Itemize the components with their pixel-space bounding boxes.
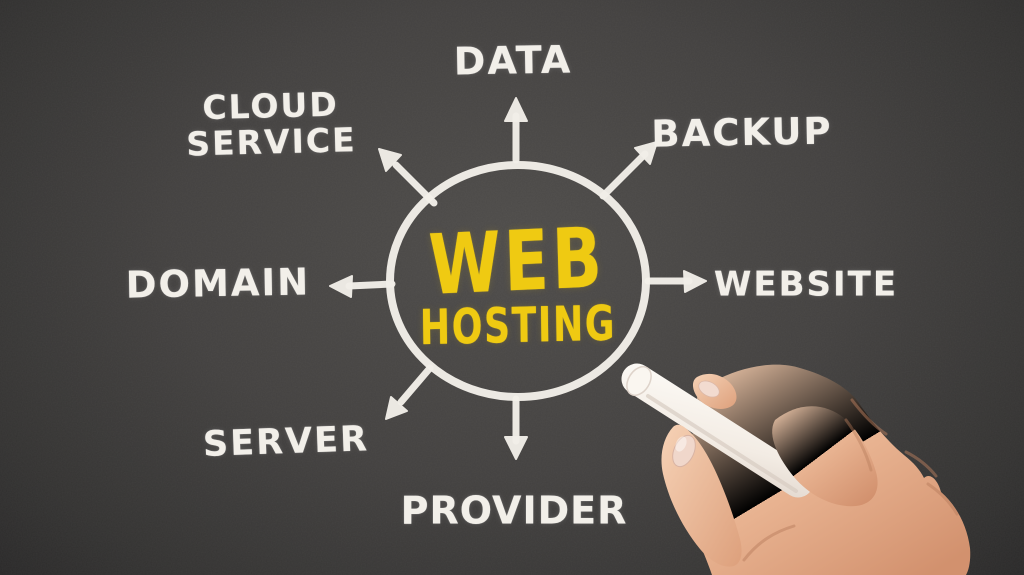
thumb-nail <box>672 434 696 468</box>
knuckle-crease <box>850 398 888 436</box>
arrowhead-right-icon <box>683 270 707 293</box>
arrow-to-domain-icon <box>345 280 396 290</box>
arrowhead-up-left-icon <box>378 148 402 172</box>
node-label-website: WEBSITE <box>713 264 899 305</box>
arrowhead-up-icon <box>504 97 528 122</box>
arrowhead-down-icon <box>504 436 528 460</box>
palm-crease <box>742 524 796 562</box>
curled-finger <box>772 406 878 507</box>
thumb <box>661 424 742 567</box>
arrow-to-backup-icon <box>599 150 649 200</box>
chalk-stick-shading <box>646 394 798 493</box>
thumb-nail-highlight <box>675 436 687 452</box>
chalk-stick <box>621 363 814 498</box>
node-label-server: SERVER <box>202 419 370 465</box>
node-label-cloud-service: CLOUD SERVICE <box>185 84 358 164</box>
node-label-backup: BACKUP <box>651 109 833 156</box>
hand-palm <box>689 364 971 575</box>
arrowhead-down-left-icon <box>385 396 408 420</box>
node-label-data: DATA <box>453 37 573 84</box>
node-label-domain: DOMAIN <box>125 260 311 307</box>
palm-shadow <box>698 418 750 462</box>
arrowhead-left-icon <box>329 275 353 298</box>
node-label-provider: PROVIDER <box>400 488 628 533</box>
center-title-hosting: HOSTING <box>419 295 617 357</box>
knuckle-crease <box>904 450 938 478</box>
index-nail <box>698 380 720 398</box>
arrow-to-server-icon <box>397 364 434 406</box>
index-fingertip <box>692 373 737 409</box>
knuckle-crease <box>926 482 959 516</box>
chalk-tip <box>626 365 652 397</box>
curled-finger-crease <box>844 418 873 472</box>
arrow-to-cloud-service-icon <box>392 161 438 207</box>
